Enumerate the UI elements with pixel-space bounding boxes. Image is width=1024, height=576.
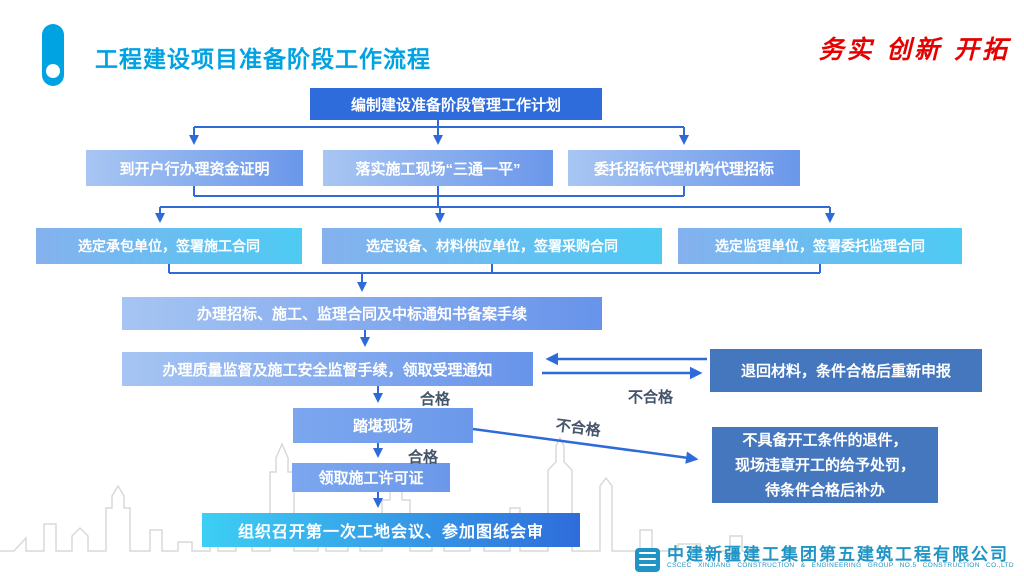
slogan-text: 务实 创新 开拓 [818, 35, 1010, 64]
flow-box-site-visit: 踏堪现场 [293, 408, 473, 443]
flow-box-supervision: 办理质量监督及施工安全监督手续，领取受理通知 [122, 352, 533, 386]
flow-box-reject: 不具备开工条件的退件， 现场违章开工的给予处罚， 待条件合格后补办 [712, 427, 938, 503]
flow-box-site-preparation: 落实施工现场“三通一平” [323, 150, 553, 186]
company-name-en: CSCEC XINJIANG CONSTRUCTION & ENGINEERIN… [667, 562, 1014, 569]
flow-box-equipment-supplier: 选定设备、材料供应单位，签署采购合同 [322, 228, 662, 264]
page-title: 工程建设项目准备阶段工作流程 [95, 46, 431, 72]
flow-box-permit: 领取施工许可证 [292, 463, 450, 492]
label-fail-1: 不合格 [628, 389, 674, 406]
cscec-logo-icon [635, 548, 660, 572]
flow-box-plan: 编制建设准备阶段管理工作计划 [310, 88, 602, 120]
flow-box-contractor: 选定承包单位，签署施工合同 [36, 228, 302, 264]
arrow-fail-diagonal [472, 427, 699, 464]
flow-box-return-materials: 退回材料，条件合格后重新申报 [710, 349, 982, 392]
label-pass-1: 合格 [420, 391, 451, 408]
flow-box-supervisor: 选定监理单位，签署委托监理合同 [678, 228, 962, 264]
flow-box-fund-certificate: 到开户行办理资金证明 [86, 150, 303, 186]
flow-box-bidding-agency: 委托招标代理机构代理招标 [568, 150, 800, 186]
bullet-dot [46, 64, 60, 78]
label-pass-2: 合格 [408, 449, 439, 466]
flow-box-first-meeting: 组织召开第一次工地会议、参加图纸会审 [202, 513, 580, 547]
company-name-cn: 中建新疆建工集团第五建筑工程有限公司 [667, 545, 1009, 564]
flow-box-filing: 办理招标、施工、监理合同及中标通知书备案手续 [122, 297, 602, 330]
title-bullet-icon [42, 24, 64, 86]
